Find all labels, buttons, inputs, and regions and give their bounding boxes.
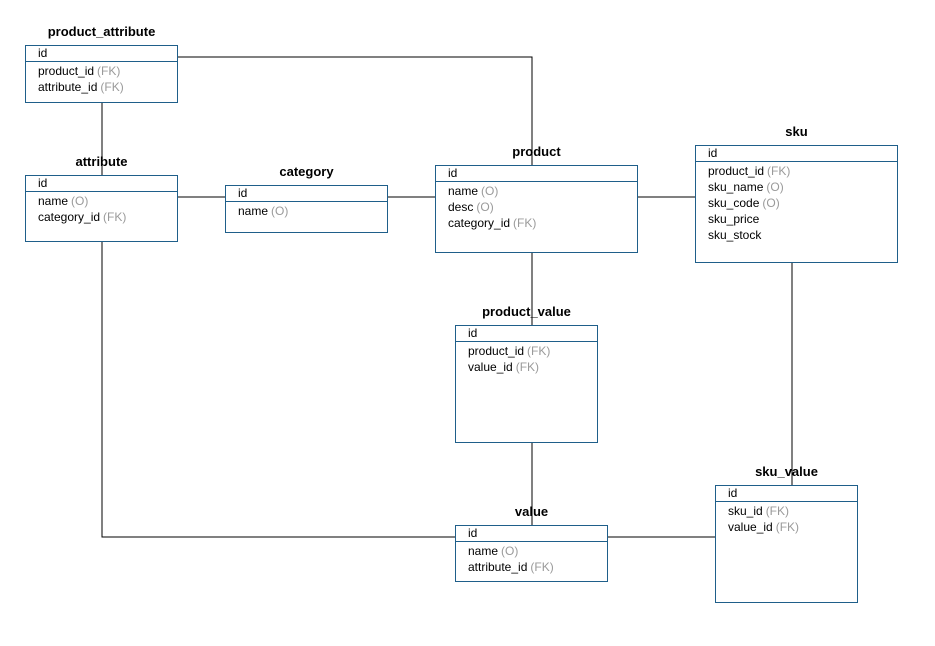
attribute-row: attribute_id(FK) [26,79,177,95]
attribute-tag: (O) [481,184,499,198]
primary-key-field: id [456,326,597,342]
entity-title: product [512,144,561,159]
attribute-row: sku_price [696,211,897,227]
attribute-name: attribute_id [38,80,98,94]
attribute-name: category_id [448,216,511,230]
attribute-row: name(O) [26,193,177,209]
relationship-attribute-to-value [101,242,455,538]
attribute-name: name [468,544,499,558]
primary-key-field: id [696,146,897,162]
attribute-tag: (FK) [767,164,791,178]
attribute-row: product_id(FK) [456,343,597,359]
entity-title: product_attribute [47,24,156,39]
attribute-list: sku_id(FK)value_id(FK) [716,502,857,535]
attribute-list: product_id(FK)value_id(FK) [456,342,597,375]
primary-key-field: id [716,486,857,502]
attribute-row: attribute_id(FK) [456,559,607,575]
attribute-name: product_id [708,164,765,178]
entity-title: sku_value [755,464,818,479]
attribute-row: value_id(FK) [716,519,857,535]
attribute-tag: (FK) [103,210,127,224]
attribute-tag: (FK) [100,80,124,94]
attribute-tag: (O) [271,204,289,218]
relationship-product-attribute-to-product [178,56,533,165]
attribute-tag: (FK) [775,520,800,534]
attribute-tag: (O) [476,200,494,214]
attribute-name: sku_code [708,196,760,210]
attribute-name: sku_stock [708,228,762,242]
attribute-name: product_id [468,344,525,358]
attribute-list: name(O)desc(O)category_id(FK) [436,182,637,231]
attribute-list: name(O) [226,202,387,219]
attribute-tag: (FK) [527,344,551,358]
attribute-tag: (O) [766,180,784,194]
entity-title: category [279,164,334,179]
attribute-tag: (O) [762,196,780,210]
entity-title: value [514,504,549,519]
attribute-name: name [238,204,269,218]
attribute-tag: (FK) [97,64,121,78]
attribute-name: value_id [728,520,773,534]
attribute-list: name(O)category_id(FK) [26,192,177,225]
attribute-name: sku_price [708,212,760,226]
attribute-list: product_id(FK)sku_name(O)sku_code(O)sku_… [696,162,897,243]
attribute-tag: (FK) [530,560,554,574]
primary-key-field: id [26,176,177,192]
attribute-name: name [38,194,69,208]
attribute-row: sku_code(O) [696,195,897,211]
attribute-name: category_id [38,210,101,224]
entity-title: sku [785,124,808,139]
attribute-row: product_id(FK) [26,63,177,79]
attribute-name: attribute_id [468,560,528,574]
attribute-row: name(O) [226,203,387,219]
attribute-row: product_id(FK) [696,163,897,179]
attribute-name: sku_id [728,504,763,518]
entity-title: attribute [75,154,128,169]
attribute-name: sku_name [708,180,764,194]
attribute-row: desc(O) [436,199,637,215]
attribute-tag: (FK) [515,360,540,374]
primary-key-field: id [456,526,607,542]
primary-key-field: id [226,186,387,202]
attribute-row: category_id(FK) [26,209,177,225]
attribute-tag: (O) [501,544,519,558]
attribute-row: sku_stock [696,227,897,243]
attribute-tag: (FK) [765,504,790,518]
attribute-name: name [448,184,479,198]
attribute-tag: (O) [71,194,89,208]
attribute-list: name(O)attribute_id(FK) [456,542,607,575]
attribute-row: sku_name(O) [696,179,897,195]
attribute-name: value_id [468,360,513,374]
attribute-row: sku_id(FK) [716,503,857,519]
attribute-tag: (FK) [513,216,537,230]
attribute-row: category_id(FK) [436,215,637,231]
attribute-name: product_id [38,64,95,78]
attribute-list: product_id(FK)attribute_id(FK) [26,62,177,95]
primary-key-field: id [436,166,637,182]
attribute-row: value_id(FK) [456,359,597,375]
attribute-row: name(O) [456,543,607,559]
attribute-row: name(O) [436,183,637,199]
entity-title: product_value [482,304,571,319]
primary-key-field: id [26,46,177,62]
attribute-name: desc [448,200,474,214]
